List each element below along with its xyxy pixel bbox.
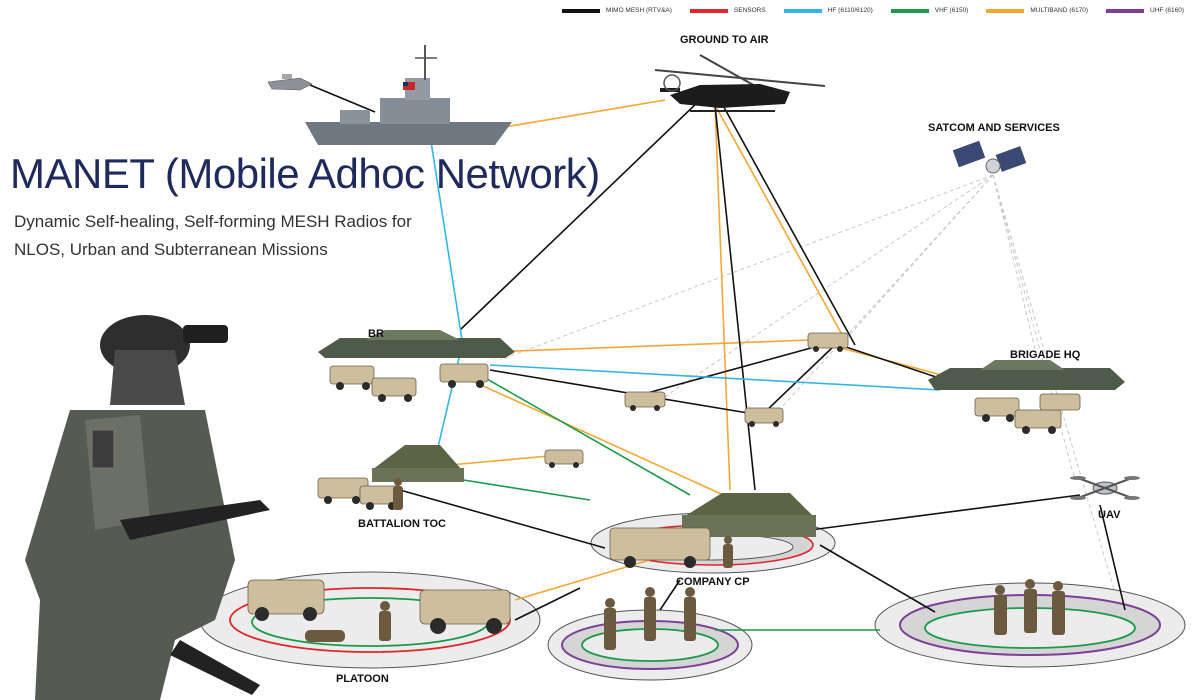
legend-label: MIMO MESH (RTV&A) [605,7,672,14]
vehicle-icon [329,363,489,397]
brigade-left-group [318,330,515,402]
legend-item-multiband: MULTIBAND (6170) [986,7,1088,14]
soldier-icon [25,315,270,700]
legend-label: MULTIBAND (6170) [1030,7,1089,14]
platoon-vehicles [247,579,511,625]
legend-item-hf: HF (6110/6120) [783,7,873,14]
legend-swatch [561,8,600,13]
legend-item-uhf: UHF (6160) [1106,7,1184,14]
helicopter-icon [654,54,826,112]
legend-swatch [890,8,929,13]
legend-item-mimo-mesh: MIMO MESH (RTV&A) [561,7,672,14]
legend-label: SENSORS [733,7,766,14]
label-battalion-toc: BATTALION TOC [358,518,446,530]
label-brigade-hq: BRIGADE HQ [1010,349,1081,361]
legend: MIMO MESH (RTV&A) SENSORS HF (6110/6120)… [561,7,1184,14]
label-company-cp: COMPANY CP [676,576,750,588]
subtitle-line-1: Dynamic Self-healing, Self-forming MESH … [14,212,412,231]
ship-icon [305,45,512,145]
fireteam-ring [874,582,1186,668]
label-platoon: PLATOON [336,673,389,685]
subtitle-line-2: NLOS, Urban and Subterranean Missions [14,240,328,259]
relay-vehicles [544,332,849,465]
label-brigade-partial: BR [368,328,384,340]
legend-swatch [783,8,822,13]
label-ground-to-air: GROUND TO AIR [680,34,769,46]
legend-label: UHF (6160) [1150,7,1184,14]
legend-swatch [986,8,1025,13]
legend-label: HF (6110/6120) [827,7,873,14]
boat-icon [267,74,313,91]
legend-swatch [1106,8,1145,13]
vehicle-icon [974,393,1081,429]
company-cp-group [609,493,816,568]
brigade-hq-group [928,360,1125,434]
legend-item-vhf: VHF (6150) [890,7,969,14]
relay-wheels [549,346,843,468]
legend-item-sensors: SENSORS [689,7,766,14]
page-title: MANET (Mobile Adhoc Network) [10,150,600,197]
battalion-toc-group [317,445,464,510]
troops-icon [305,478,1065,650]
satellite-icon [952,140,1027,174]
platoon-wheels [255,607,502,634]
drone-icon [1070,476,1140,500]
legend-label: VHF (6150) [934,7,969,14]
satcom-links [499,174,1121,611]
label-satcom: SATCOM AND SERVICES [928,122,1060,134]
label-uav: UAV [1098,509,1121,521]
legend-swatch [689,8,728,13]
